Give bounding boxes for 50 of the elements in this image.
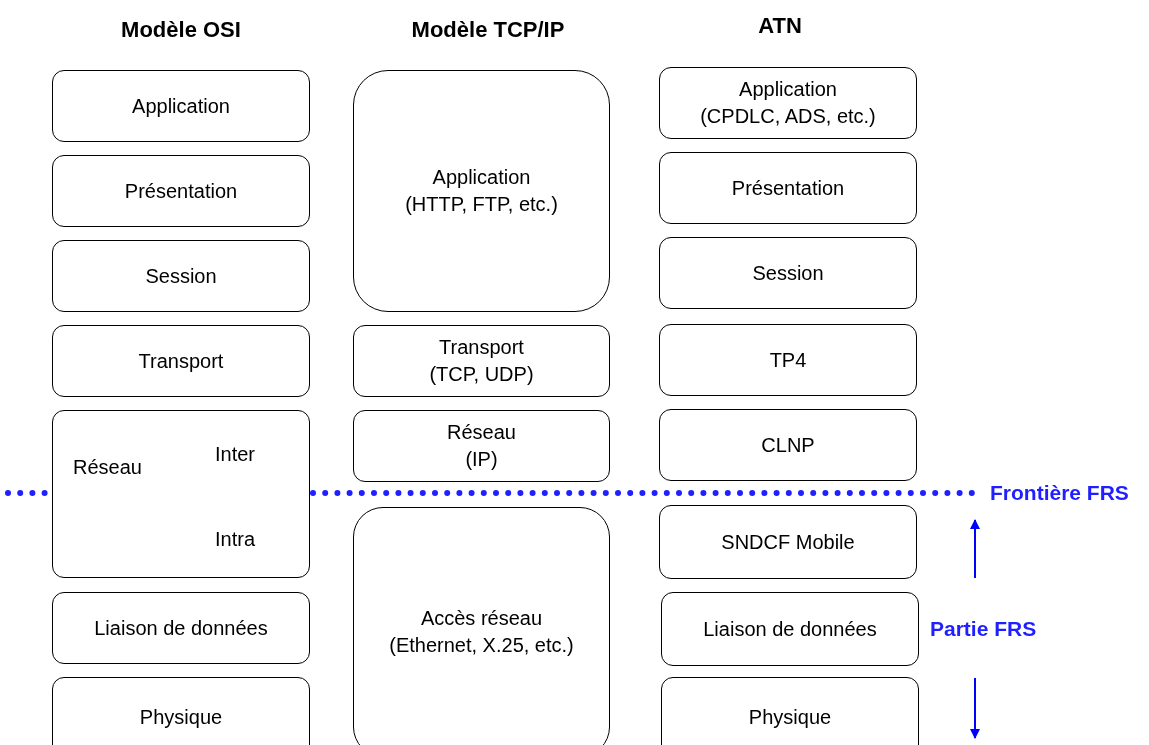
layer-detail: Intra [215, 527, 256, 552]
layer-name: Liaison de données [703, 616, 877, 642]
layer-box [659, 409, 917, 481]
layer-detail: (TCP, UDP) [429, 362, 534, 387]
column-heading: ATN [758, 12, 802, 39]
layer-box [661, 592, 919, 666]
layer-name: Transport [439, 335, 524, 360]
layer-name: Application [739, 77, 837, 102]
layer-name: Application [432, 165, 531, 190]
layer-name: Réseau [447, 420, 516, 445]
layer-box [52, 155, 310, 227]
layer-name: TP4 [769, 347, 807, 373]
layer-detail: (Ethernet, X.25, etc.) [389, 633, 574, 658]
layer-box [52, 325, 310, 397]
layer-name: Accès réseau [420, 606, 543, 631]
layer-box [353, 70, 610, 312]
layer-name: SNDCF Mobile [721, 529, 855, 555]
layer-box [353, 507, 610, 745]
layer-name: Réseau [73, 455, 142, 480]
layer-name: Session [145, 263, 217, 289]
column-heading: Modèle TCP/IP [411, 16, 565, 43]
layer-name: Session [752, 260, 824, 286]
layer-name: CLNP [761, 432, 815, 458]
layer-box [659, 67, 917, 139]
layer-name: Présentation [731, 175, 845, 201]
layer-box [52, 240, 310, 312]
layer-name: Physique [139, 704, 223, 730]
layer-box [659, 152, 917, 224]
layer-name: Présentation [124, 178, 238, 204]
layer-box [661, 677, 919, 745]
layer-name: Transport [138, 348, 224, 374]
layer-box [52, 70, 310, 142]
boundary-label: Frontière FRS [990, 481, 1129, 506]
layer-name: Application [132, 93, 230, 119]
layer-detail: (CPDLC, ADS, etc.) [700, 104, 876, 129]
layer-detail: (HTTP, FTP, etc.) [405, 192, 558, 217]
layer-box [659, 324, 917, 396]
layer-box [353, 325, 610, 397]
layer-detail: Inter [215, 442, 256, 467]
column-heading: Modèle OSI [121, 16, 241, 43]
layer-box [659, 505, 917, 579]
layer-box [52, 677, 310, 745]
layer-box [353, 410, 610, 482]
layer-detail: (IP) [465, 447, 498, 472]
layer-box [52, 592, 310, 664]
layer-name: Liaison de données [94, 615, 268, 641]
layer-box [659, 237, 917, 309]
layer-name: Physique [748, 704, 832, 730]
layer-box [52, 410, 310, 578]
region-label: Partie FRS [930, 617, 1037, 642]
